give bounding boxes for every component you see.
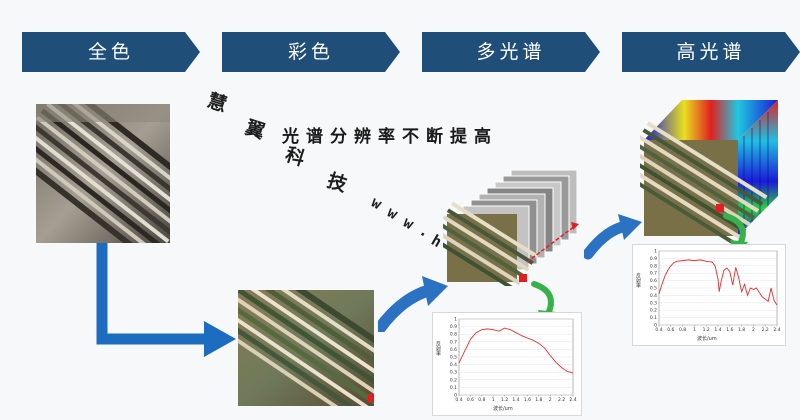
stage-banner-color: 彩色	[222, 32, 400, 72]
pixel-marker	[519, 274, 527, 282]
curved-arrow-color-to-multispectral	[378, 276, 448, 332]
y-tick-label: 0.9	[450, 324, 457, 330]
cube-top-face	[644, 100, 778, 140]
x-tick-label: 2.4	[773, 327, 780, 333]
y-tick-label: 0.8	[450, 332, 457, 338]
x-tick-label: 0.6	[467, 397, 474, 403]
stage-banner-multispectral: 多光谱	[422, 32, 600, 72]
x-tick-label: 1	[693, 327, 696, 333]
y-tick-label: 0	[454, 393, 457, 399]
color-image	[238, 290, 374, 406]
stage-banner-hyperspectral: 高光谱	[622, 32, 800, 72]
x-tick-label: 1.2	[703, 327, 710, 333]
watermark-url-char: w	[368, 192, 385, 214]
y-tick-label: 0.3	[650, 300, 657, 306]
y-tick-label: 0.9	[650, 256, 657, 262]
x-tick-label: 2.2	[762, 327, 769, 333]
y-tick-label: 0	[654, 323, 657, 329]
x-tick-label: 1	[492, 397, 495, 403]
multispectral-cube	[429, 166, 583, 292]
y-tick-label: 0.8	[650, 263, 657, 269]
x-tick-label: 0.8	[679, 327, 686, 333]
y-tick-label: 0.2	[450, 377, 457, 383]
spectral-arrow-head	[571, 222, 579, 230]
y-tick-label: 0.3	[450, 370, 457, 376]
stage-label: 彩色	[287, 41, 334, 63]
stage-label: 高光谱	[676, 41, 746, 63]
band-front-color	[429, 201, 538, 292]
x-tick-label: 1.2	[501, 397, 508, 403]
y-tick-label: 0.2	[650, 308, 657, 314]
hyperspectral-cube	[617, 96, 780, 247]
banner-arrow-shape	[622, 32, 800, 72]
x-tick-label: 2.2	[558, 397, 565, 403]
x-tick-label: 1.6	[524, 397, 531, 403]
stage-label: 全色	[87, 41, 134, 63]
banner-arrow-shape	[222, 32, 400, 72]
watermark-char: 翼	[242, 116, 268, 144]
x-tick-label: 1.8	[738, 327, 745, 333]
watermark-url-char: w	[400, 212, 417, 234]
headline: 光谱分辨率不断提高	[282, 127, 498, 147]
pixel-marker	[716, 204, 724, 212]
y-tick-label: 0.7	[450, 339, 457, 345]
x-tick-label: 1.6	[726, 327, 733, 333]
y-tick-label: 0.4	[650, 293, 657, 299]
stage-banner-panchromatic: 全色	[22, 32, 200, 72]
banner-arrow-shape	[22, 32, 200, 72]
x-axis-label: 波长/um	[697, 336, 717, 342]
y-tick-label: 0.1	[650, 315, 657, 321]
x-tick-label: 1.4	[714, 327, 721, 333]
x-tick-label: 0.4	[655, 327, 662, 333]
panchromatic-image	[36, 104, 170, 243]
watermark-url-char: .	[416, 220, 433, 242]
x-tick-label: 0.4	[455, 397, 462, 403]
watermark-url-char: w	[384, 202, 401, 224]
cube-front-face	[617, 121, 768, 247]
y-tick-label: 1	[454, 317, 457, 323]
y-tick-label: 0.6	[650, 278, 657, 284]
y-tick-label: 0.5	[450, 355, 457, 361]
watermark-char: 技	[324, 169, 350, 197]
x-tick-label: 1.8	[535, 397, 542, 403]
flow-arrow-panchromatic-to-color	[96, 243, 236, 357]
banner-arrow-shape	[422, 32, 600, 72]
y-tick-label: 1	[654, 249, 657, 255]
x-tick-label: 2	[752, 327, 755, 333]
x-axis-label: 波长/um	[493, 406, 513, 412]
y-tick-label: 0.5	[650, 286, 657, 292]
spectral-dimension-line	[526, 225, 576, 263]
y-tick-label: 0.1	[450, 385, 457, 391]
y-tick-label: 0.7	[650, 271, 657, 277]
spectrum-line	[658, 259, 778, 306]
watermark-char: 慧	[204, 89, 230, 117]
x-tick-label: 2.4	[569, 397, 576, 403]
x-tick-label: 1.4	[512, 397, 519, 403]
y-axis-label: 反射率	[435, 341, 441, 356]
spectrum-line	[458, 327, 574, 374]
x-tick-label: 2	[549, 397, 552, 403]
y-axis-label: 反射率	[635, 273, 641, 288]
y-tick-label: 0.4	[450, 362, 457, 368]
x-tick-label: 0.8	[478, 397, 485, 403]
curved-arrow-multispectral-to-hyperspectral	[584, 214, 642, 260]
x-tick-label: 0.6	[667, 327, 674, 333]
y-tick-label: 0.6	[450, 347, 457, 353]
stage-label: 多光谱	[476, 41, 546, 63]
